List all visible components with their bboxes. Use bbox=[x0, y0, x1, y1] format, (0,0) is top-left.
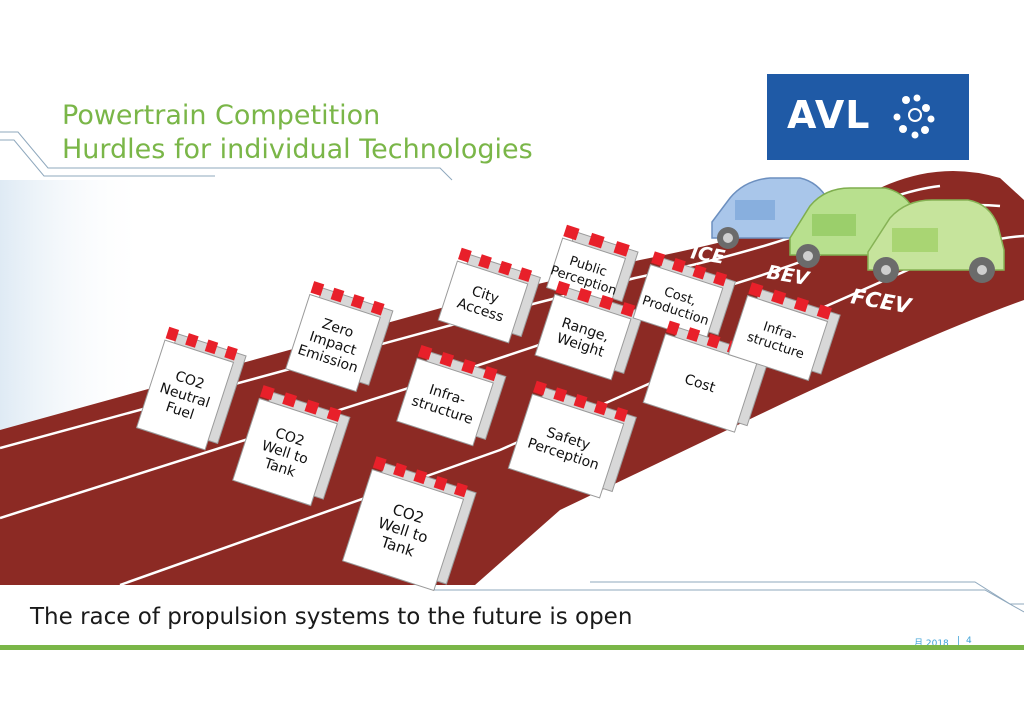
tagline: The race of propulsion systems to the fu… bbox=[30, 604, 633, 630]
hurdle-infrastructure-1: Infra-structure bbox=[396, 344, 507, 447]
hurdle-stripe-block bbox=[613, 241, 630, 257]
hurdle-stripe-block bbox=[330, 287, 345, 303]
hurdle-stripe-block bbox=[433, 475, 448, 491]
hurdle-board bbox=[727, 294, 829, 382]
page-number: 4 bbox=[966, 636, 972, 646]
hurdle-stripe-block bbox=[563, 224, 580, 241]
hurdle-stripe-block bbox=[417, 344, 433, 360]
hurdle-stripe-block bbox=[393, 462, 407, 478]
hurdle-stripe-block bbox=[326, 406, 342, 422]
footer-date: 月 2018 bbox=[914, 639, 949, 649]
hurdle-stripe-block bbox=[598, 295, 614, 310]
hurdle-stripe-block bbox=[593, 400, 608, 416]
hurdle-stripe-block bbox=[439, 352, 455, 367]
hurdle-stripe-block bbox=[614, 407, 629, 422]
hurdle-board bbox=[135, 339, 235, 451]
hurdle-stripe-block bbox=[518, 267, 533, 283]
hurdle-board bbox=[437, 260, 529, 344]
fcev-car-icon bbox=[867, 199, 1005, 283]
hurdle-stripe-block bbox=[553, 387, 568, 403]
hurdle-stripe-block bbox=[620, 302, 636, 318]
avl-logo: AVL bbox=[767, 74, 969, 160]
logo-mark-icon bbox=[893, 94, 935, 139]
hurdle-stripe-block bbox=[816, 304, 832, 320]
hurdle-board bbox=[534, 293, 632, 381]
footer-separator: | bbox=[957, 636, 961, 646]
hurdle-stripe-block bbox=[692, 264, 707, 280]
hurdle-stripe-block bbox=[458, 247, 472, 263]
hurdle-stripe-block bbox=[555, 280, 571, 296]
hurdle-stripe-block bbox=[577, 287, 592, 303]
hurdle-stripe-block bbox=[771, 289, 787, 305]
hurdle-stripe-block bbox=[498, 260, 512, 276]
hurdle-board bbox=[507, 393, 625, 499]
bottom-bar bbox=[0, 645, 1024, 650]
hurdle-infrastructure-2: Infra-structure bbox=[727, 282, 841, 382]
hurdle-board bbox=[642, 333, 758, 433]
hurdle-stripe-block bbox=[482, 366, 498, 382]
hurdle-stripe-block bbox=[478, 254, 492, 269]
title-line-2: Hurdles for individual Technologies bbox=[62, 134, 533, 165]
hurdle-stripe-block bbox=[651, 251, 666, 267]
hurdle-stripe-block bbox=[588, 232, 605, 249]
hurdle-stripe-block bbox=[453, 482, 468, 498]
hurdle-stripe-block bbox=[533, 380, 547, 396]
hurdle-board bbox=[285, 293, 381, 393]
hurdle-stripe-block bbox=[282, 392, 298, 408]
hurdle-stripe-block bbox=[706, 333, 721, 349]
hurdle-stripe-block bbox=[372, 456, 387, 471]
hurdle-stripe-block bbox=[461, 359, 476, 375]
hurdle-stripe-block bbox=[304, 399, 320, 415]
hurdle-stripe-block bbox=[224, 345, 238, 361]
hurdle-stripe-block bbox=[671, 258, 686, 273]
hurdle-stripe-block bbox=[413, 469, 428, 485]
hurdle-stripe-block bbox=[165, 326, 180, 342]
hurdle-board bbox=[341, 468, 465, 592]
title-line-1: Powertrain Competition bbox=[62, 100, 381, 131]
hurdle-stripe-block bbox=[185, 333, 199, 348]
hurdle-range-weight: Range,Weight bbox=[534, 280, 645, 381]
hurdle-stripe-block bbox=[350, 294, 365, 309]
hurdle-board bbox=[396, 357, 494, 447]
hurdle-stripe-block bbox=[748, 282, 764, 298]
hurdle-stripe-block bbox=[793, 297, 810, 313]
hurdle-stripe-block bbox=[713, 271, 728, 287]
hurdle-stripe-block bbox=[686, 327, 701, 342]
hurdle-board bbox=[232, 397, 338, 507]
hurdle-stripe-block bbox=[310, 281, 325, 296]
logo-text: AVL bbox=[787, 93, 871, 137]
hurdle-stripe-block bbox=[204, 339, 219, 355]
hurdle-stripe-block bbox=[666, 320, 680, 336]
hurdle-stripe-block bbox=[259, 385, 275, 401]
hurdle-stripe-block bbox=[370, 300, 385, 316]
hurdle-cost-production: Cost,Production bbox=[632, 251, 737, 343]
hurdle-stripe-block bbox=[573, 393, 588, 409]
